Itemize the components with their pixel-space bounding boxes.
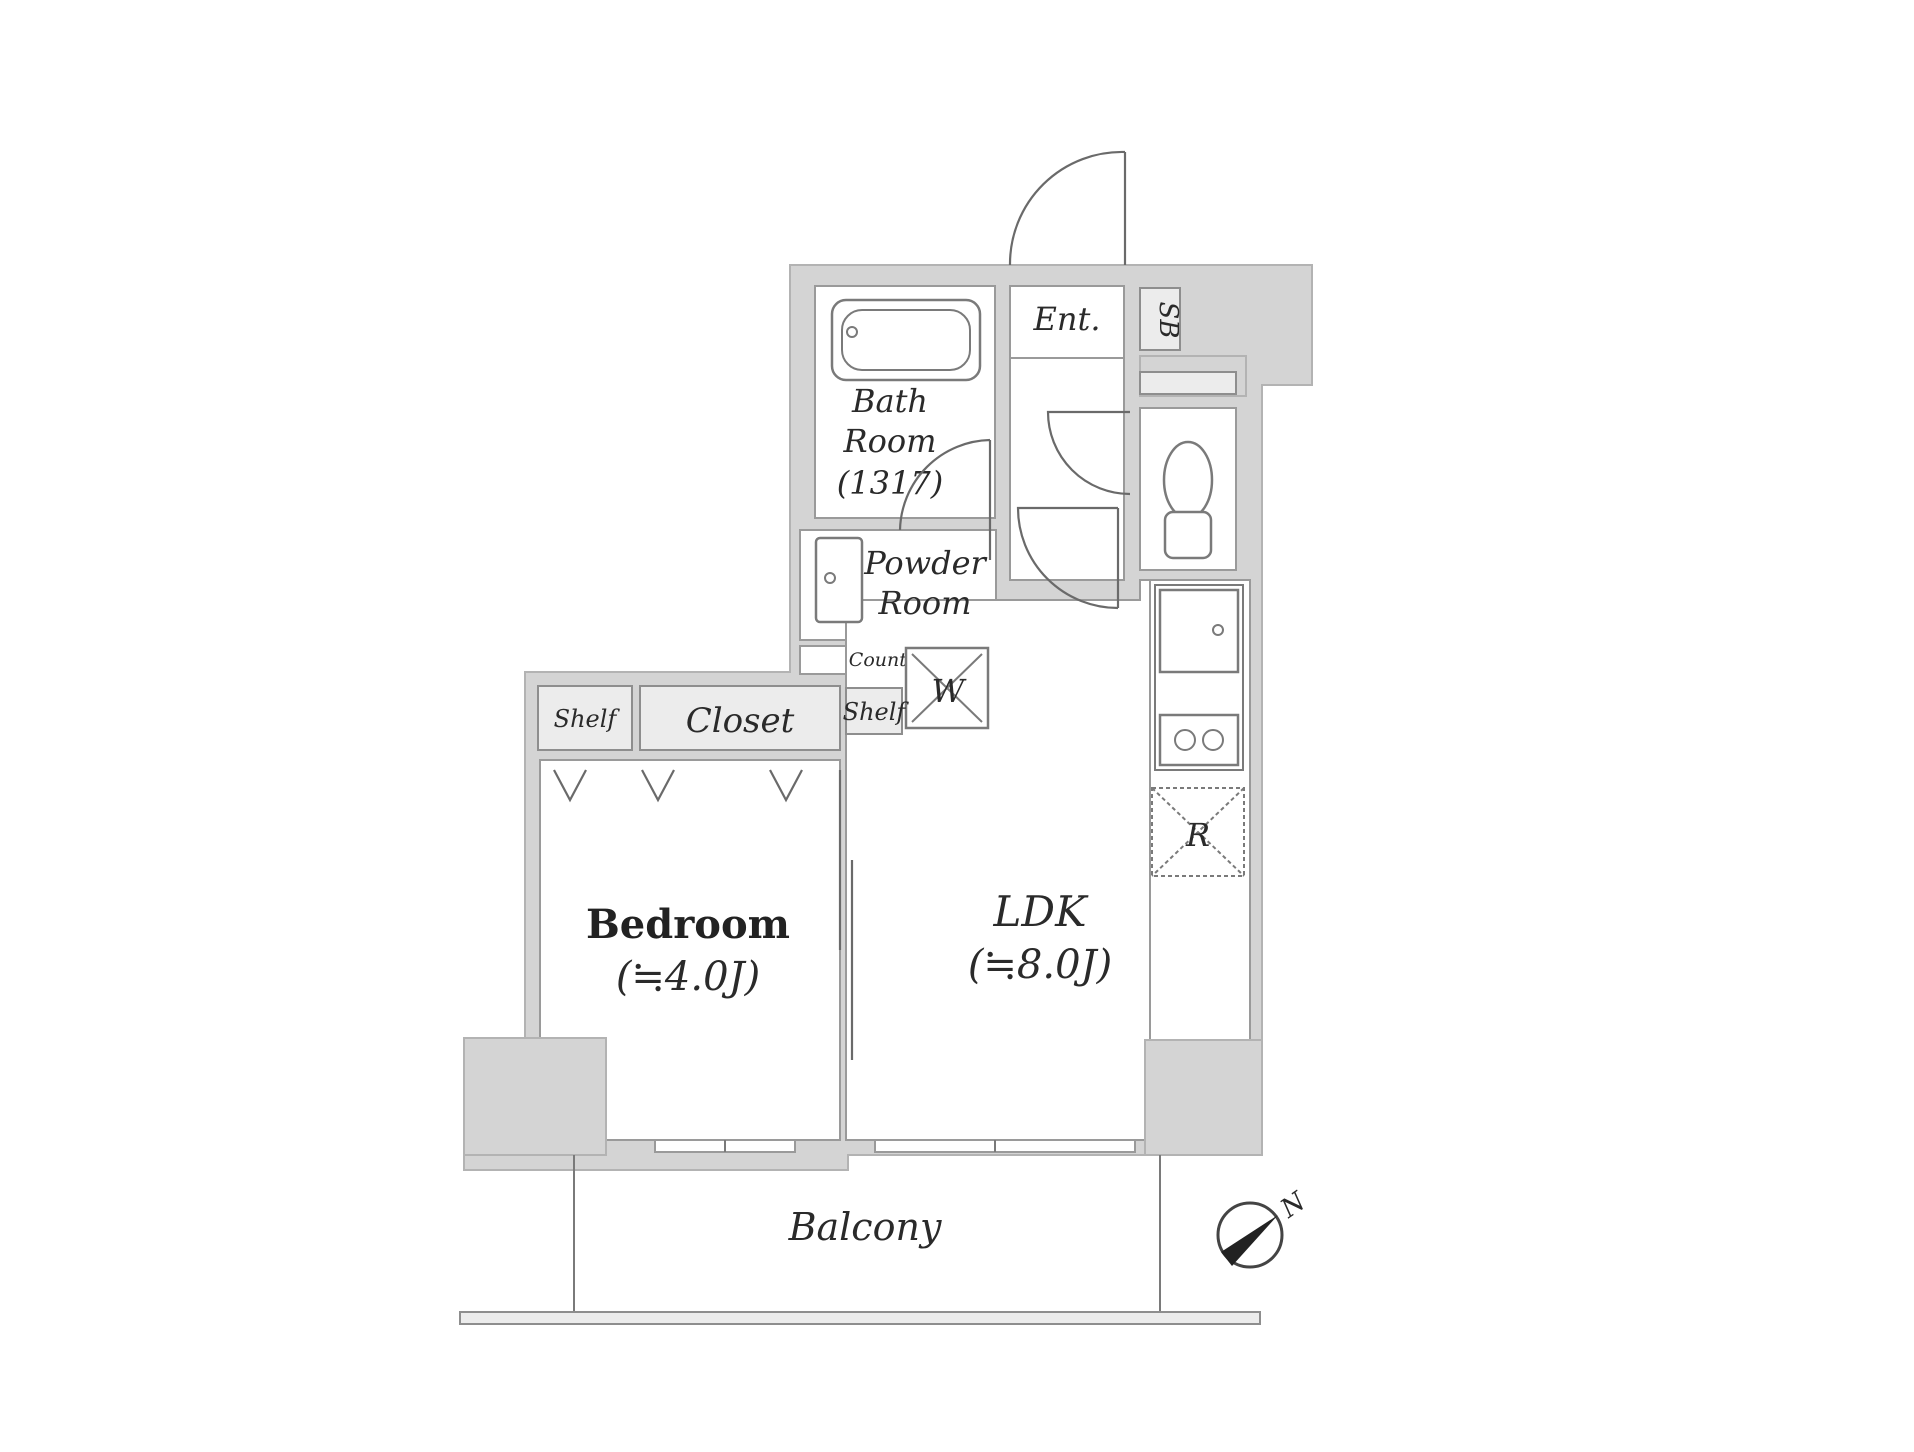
bath-door xyxy=(898,438,992,560)
refrigerator-label: R xyxy=(1185,816,1210,854)
compass-north-icon: N xyxy=(1216,1186,1313,1269)
shelf-right-box xyxy=(845,687,903,735)
wall-blocks xyxy=(463,355,1263,1156)
bathtub xyxy=(830,298,982,382)
bath-room-label-1: Bath xyxy=(851,382,928,420)
bedroom-storage: Shelf Closet xyxy=(537,685,841,803)
hallway xyxy=(1009,357,1125,581)
powder-room-label-1: Powder xyxy=(863,544,987,582)
washbasin xyxy=(814,536,864,624)
toilet-counter xyxy=(1139,371,1237,395)
ldk-size: (≒8.0J) xyxy=(968,942,1112,988)
bath-room-label-3: (1317) xyxy=(837,464,943,502)
bedroom-size: (≒4.0J) xyxy=(616,954,760,1000)
windows xyxy=(654,1139,1136,1153)
bedroom-label: Bedroom xyxy=(586,901,790,948)
balcony: Balcony xyxy=(459,1155,1261,1325)
toilet-door xyxy=(1046,410,1131,496)
shelf-left-label: Shelf xyxy=(554,705,621,733)
powder-room-label-2: Room xyxy=(878,584,972,622)
shoe-box: SB xyxy=(1139,287,1183,351)
shelf-right-label: Shelf xyxy=(843,698,910,726)
ldk-label: LDK xyxy=(993,887,1090,936)
closet-fold-door-2 xyxy=(641,769,675,803)
closet-label: Closet xyxy=(686,701,795,741)
toilet xyxy=(1162,440,1214,560)
washer-space: W xyxy=(904,646,990,730)
refrigerator: R xyxy=(1151,787,1245,877)
hall-door xyxy=(1016,506,1120,610)
bath-room-label-2: Room xyxy=(843,422,937,460)
closet-fold-door-1 xyxy=(553,769,587,803)
washer-label: W xyxy=(932,672,968,710)
kitchen xyxy=(1154,584,1244,771)
sliding-door xyxy=(838,770,854,1060)
balcony-label: Balcony xyxy=(788,1205,942,1249)
shoe-box-label: SB xyxy=(1153,302,1183,339)
closet-fold-door-3 xyxy=(769,769,803,803)
entrance-area xyxy=(1009,285,1125,359)
entrance-door xyxy=(1008,150,1127,266)
entrance-label: Ent. xyxy=(1033,300,1101,338)
compass-north-label: N xyxy=(1275,1186,1313,1225)
